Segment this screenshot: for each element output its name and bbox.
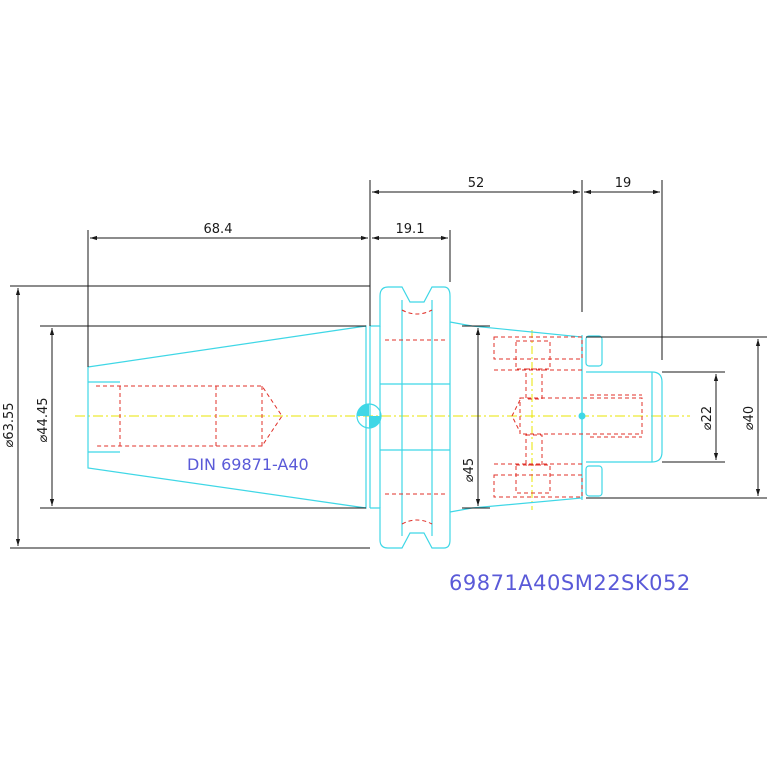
center-marker-fill	[357, 404, 381, 428]
dim-flange-diameter: ⌀63.55	[2, 402, 17, 447]
dim-flange-length: 19.1	[396, 222, 425, 237]
dim-taper-length: 68.4	[204, 222, 233, 237]
dim-neck-diameter: ⌀45	[462, 458, 477, 482]
dim-taper-diameter: ⌀44.45	[36, 397, 51, 442]
dim-tip-length: 19	[615, 176, 632, 191]
dim-body-diameter: ⌀40	[742, 406, 757, 430]
dim-pilot-diameter: ⌀22	[700, 406, 715, 430]
hidden-lines	[96, 309, 643, 525]
tip-center-dot	[578, 412, 586, 420]
standard-label: DIN 69871-A40	[187, 455, 309, 474]
dimension-lines	[10, 180, 767, 549]
dimension-arrows	[15, 189, 761, 546]
part-number: 69871A40SM22SK052	[449, 571, 691, 595]
dim-body-length: 52	[468, 176, 485, 191]
